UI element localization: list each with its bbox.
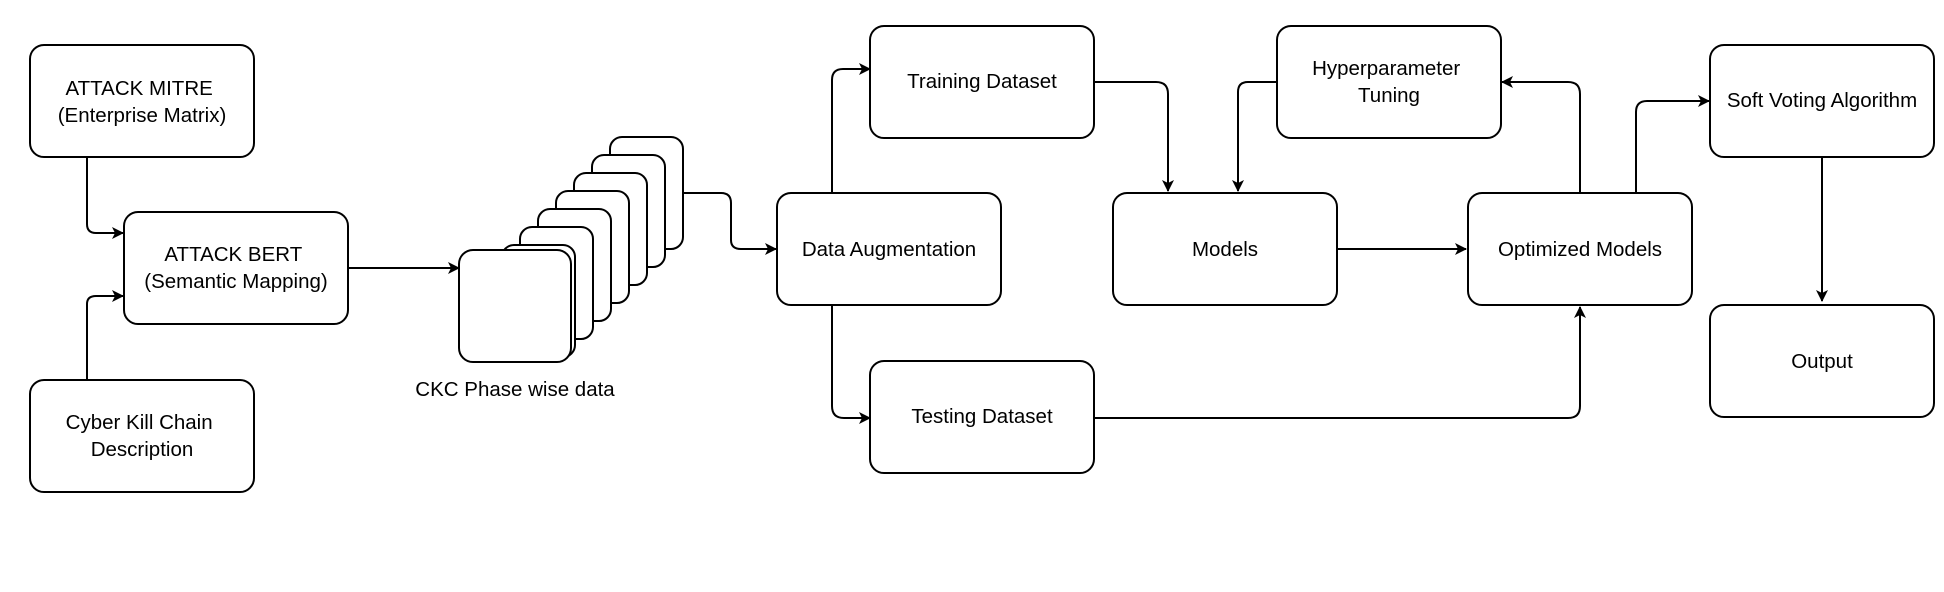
node-hyperparameter-tuning: Hyperparameter Tuning [1276, 25, 1502, 139]
node-testing-dataset-label: Testing Dataset [911, 405, 1053, 428]
ckc-stack-layer [458, 249, 572, 363]
edge-attack-mitre-to-attack-bert [86, 157, 124, 239]
node-attack-mitre: ATTACK MITRE (Enterprise Matrix) [29, 44, 255, 158]
node-output: Output [1709, 304, 1935, 418]
node-cyber-kill-chain: Cyber Kill Chain Description [29, 379, 255, 493]
node-attack-bert: ATTACK BERT (Semantic Mapping) [123, 211, 349, 325]
node-hyperparameter-tuning-label: Hyperparameter Tuning [1312, 57, 1466, 107]
edge-optimized-models-to-soft-voting [1635, 95, 1710, 193]
node-cyber-kill-chain-label: Cyber Kill Chain Description [66, 411, 219, 461]
node-testing-dataset: Testing Dataset [869, 360, 1095, 474]
edge-optimized-models-to-hyperparameter-tuning [1501, 76, 1581, 193]
node-data-augmentation: Data Augmentation [776, 192, 1002, 306]
edge-cyber-kill-chain-to-attack-bert [86, 290, 124, 380]
node-training-dataset-label: Training Dataset [907, 70, 1057, 93]
node-attack-mitre-label: ATTACK MITRE (Enterprise Matrix) [58, 77, 227, 127]
edge-ckc-stack-to-data-augmentation [683, 192, 777, 255]
edge-training-dataset-to-models [1094, 81, 1174, 192]
node-optimized-models: Optimized Models [1467, 192, 1693, 306]
node-soft-voting-algorithm-label: Soft Voting Algorithm [1727, 89, 1917, 112]
node-data-augmentation-label: Data Augmentation [802, 238, 976, 261]
edge-data-augmentation-to-training-dataset [831, 63, 871, 193]
edge-testing-dataset-to-optimized-models [1094, 306, 1586, 419]
node-training-dataset: Training Dataset [869, 25, 1095, 139]
edges [86, 63, 1828, 424]
ckc-stack-label: CKC Phase wise data [415, 378, 615, 401]
edge-hyperparameter-tuning-to-models [1232, 81, 1278, 192]
node-output-label: Output [1791, 350, 1853, 373]
node-models-label: Models [1192, 238, 1258, 261]
node-attack-bert-label: ATTACK BERT (Semantic Mapping) [144, 243, 327, 293]
node-soft-voting-algorithm: Soft Voting Algorithm [1709, 44, 1935, 158]
edge-data-augmentation-to-testing-dataset [831, 305, 871, 424]
ckc-phase-data-stack: CKC Phase wise data [415, 136, 684, 401]
node-optimized-models-label: Optimized Models [1498, 238, 1662, 261]
node-models: Models [1112, 192, 1338, 306]
